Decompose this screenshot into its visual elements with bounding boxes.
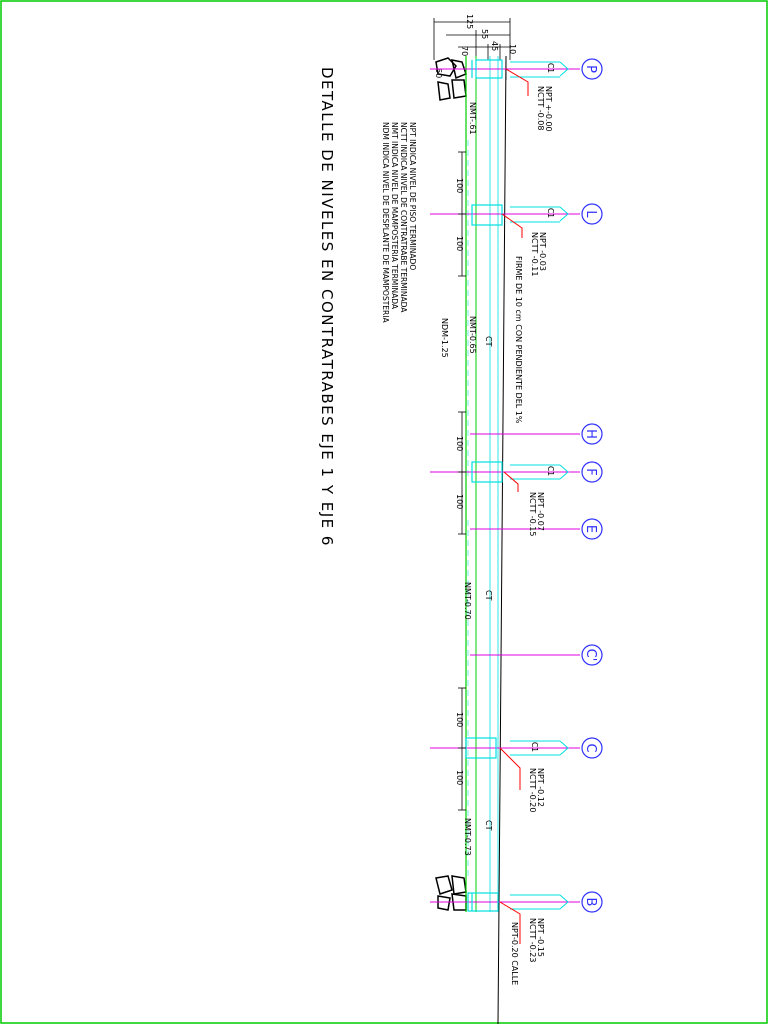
street-level-label: NPT-0.20 CALLE [510,922,519,985]
axis-label-h: H [583,429,598,439]
level-leaders [499,68,529,944]
column-tag-p: C1 [546,63,555,73]
axis-label-p: P [583,65,598,73]
columns [465,59,503,912]
slab-note: FIRME DE 10 cm CON PENDIENTE DEL 1% [514,256,523,424]
nctt-label-f: NCTT -0.15 [528,492,537,536]
nctt-label-b: NCTT -0.23 [528,918,537,962]
beam-tag-2: CT [484,590,493,601]
axis-bubble-f [581,461,603,483]
axis-bubble-p [581,58,603,80]
legend-npt: NPT INDICA NIVEL DE PISO TERMINADO [408,122,417,270]
nctt-label-c: NCTT -0.20 [528,768,537,812]
axis-label-l: L [583,210,598,218]
axis-lines [430,68,580,903]
axis-bubble-c [581,737,603,759]
masonry-top [435,57,467,101]
span-dim-1: 100 [455,178,464,193]
span-dim-4: 100 [455,494,464,509]
npt-label-c: NPT -0.12 [536,768,545,807]
dim-45: 45 [490,41,499,51]
legend-nctt: NCTT INDICA NIVEL DE CONTRATRABE TERMINA… [399,122,408,313]
column-p [475,59,503,79]
masonry-bottom [435,875,467,911]
dim-70: 70 [460,46,469,56]
beam-tag-1: CT [484,336,493,347]
beam-tag-3: CT [484,820,493,831]
npt-label-b: NPT -0.15 [536,918,545,957]
top-dimensions [433,18,511,60]
column-tag-c: C1 [530,742,539,752]
axis-bubble-c-prime [581,644,603,666]
nmt-label-4: NMT-0.73 [463,818,472,856]
nmt-label-3: NMT-0.70 [463,582,472,620]
axis-bubble-b [581,891,603,913]
legend: NPT INDICA NIVEL DE PISO TERMINADO NCTT … [381,122,417,323]
axis-bubble-l [581,203,603,225]
drawing-title: DETALLE DE NIVELES EN CONTRATRABES EJE 1… [318,67,336,547]
npt-label-f: NPT -0.07 [536,492,545,531]
axis-label-c-prime: C' [583,649,598,662]
npt-label-l: NPT -0.03 [538,232,547,271]
ndm-label: NDM-1.25 [440,318,449,358]
axis-label-b: B [583,898,598,907]
legend-ndm: NDM INDICA NIVEL DE DESPLANTE DE MAMPOST… [381,122,390,323]
nmt-label-1: NMT-.61 [468,102,477,135]
axis-bubble-h [581,423,603,445]
axis-label-c: C [583,743,598,752]
dim-55: 55 [480,29,489,39]
nmt-label-2: NMT-0.65 [468,316,477,354]
span-dim-5: 100 [455,712,464,727]
column-tag-l: C1 [546,208,555,218]
axis-bubbles [581,58,603,913]
column-b [467,892,499,912]
nctt-label-p: NCTT -0.08 [536,86,545,130]
column-f [471,461,503,483]
grade-beam [465,55,507,1024]
span-dim-2: 100 [455,236,464,251]
dim-10: 10 [508,44,517,54]
column-arrows [510,61,569,910]
nctt-label-l: NCTT -0.11 [530,232,539,276]
column-l [471,204,503,226]
legend-nmt: NMT INDICA NIVEL DE MAMPOSTERIA TERMINAD… [390,122,399,310]
axis-bubble-e [581,518,603,540]
span-dimensions [458,151,466,811]
npt-label-p: NPT +-0.00 [544,86,553,132]
axis-label-f: F [583,468,598,475]
span-dim-3: 100 [455,436,464,451]
axis-label-e: E [583,525,598,533]
column-tag-f: C1 [546,466,555,476]
dim-125: 125 [465,14,474,29]
span-dim-6: 100 [455,770,464,785]
